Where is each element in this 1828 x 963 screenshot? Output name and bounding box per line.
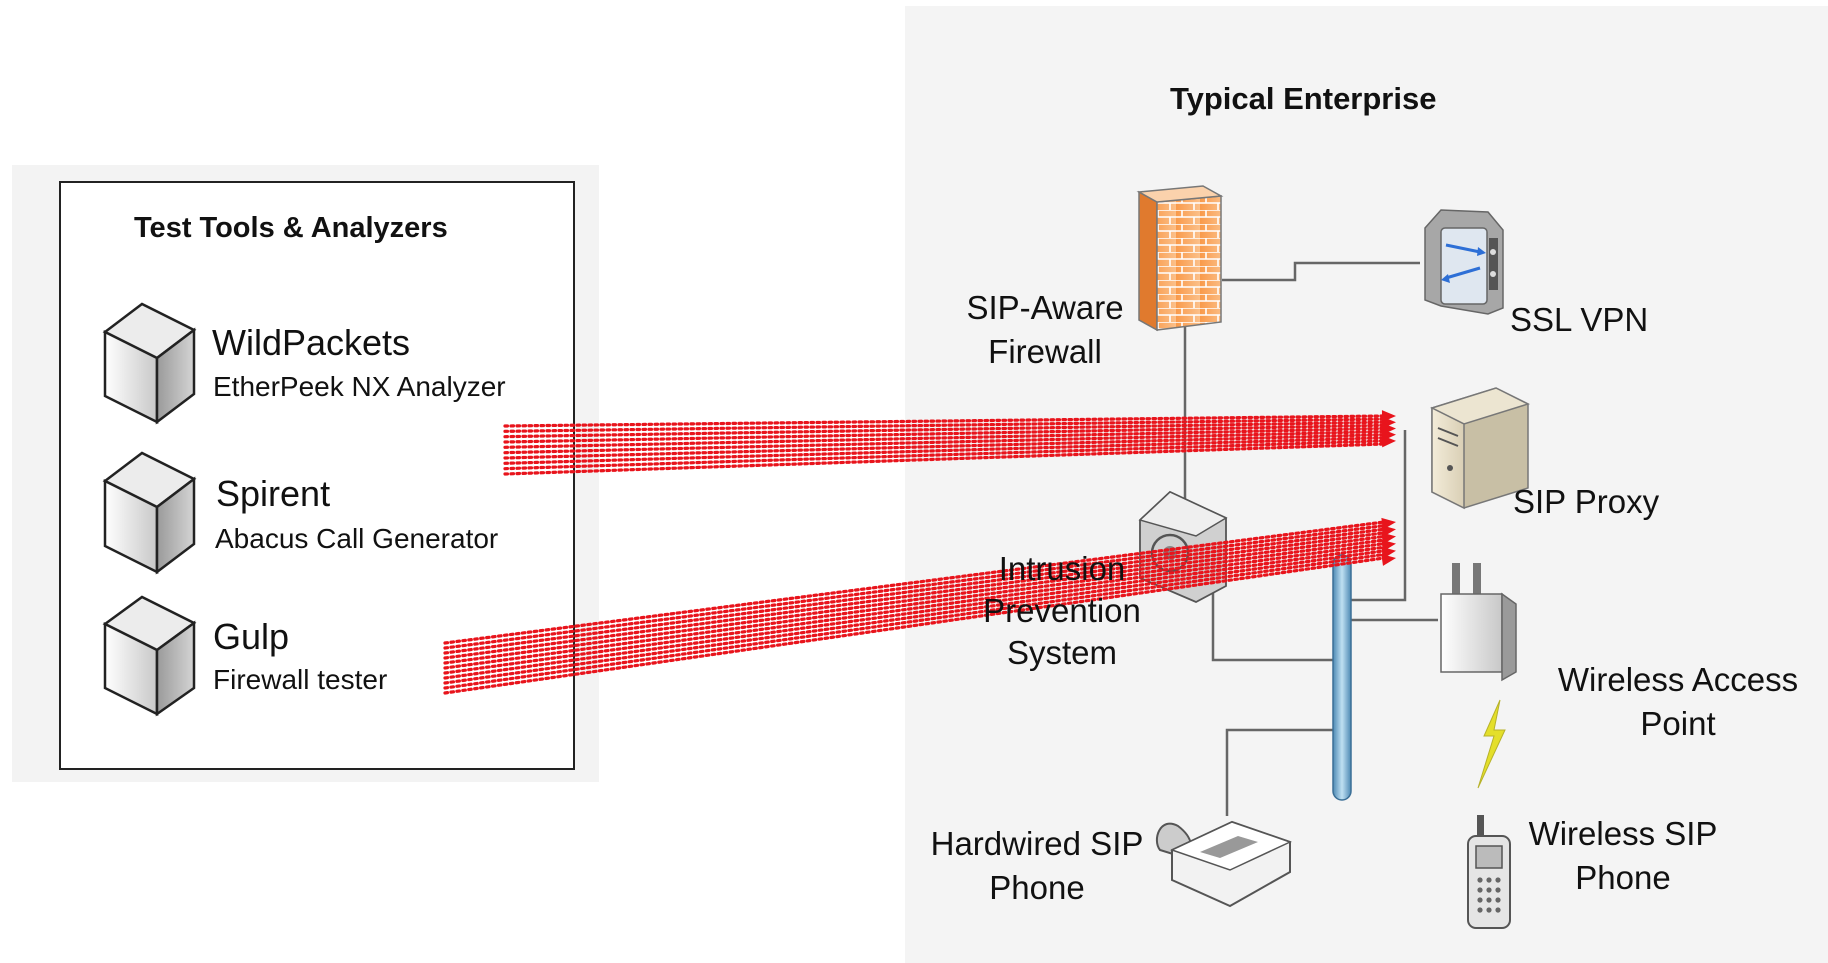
wildpackets-server-icon [102, 302, 197, 425]
hardwired-phone-label-line2: Phone [989, 869, 1085, 906]
traffic-line-spirent [503, 414, 1386, 428]
wireless-phone-label-line1: Wireless SIP [1528, 815, 1718, 852]
wap-label-line1: Wireless Access [1557, 661, 1799, 698]
traffic-line-spirent [503, 426, 1386, 449]
wireless-phone-label: Wireless SIP Phone [1529, 812, 1718, 900]
traffic-arrowhead-gulp [1381, 554, 1396, 566]
link-firewall-vpn [1222, 261, 1420, 282]
traffic-line-gulp [443, 545, 1386, 680]
sip-proxy-icon [1430, 387, 1530, 510]
wireless-signal-icon [1477, 699, 1506, 789]
hardwired-phone-label-line1: Hardwired SIP [930, 825, 1144, 862]
tool-name-wildpackets: WildPackets [212, 322, 411, 363]
firewall-label: SIP-Aware Firewall [966, 286, 1123, 374]
ssl-vpn-label: SSL VPN [1510, 301, 1649, 338]
wireless-phone-label-line2: Phone [1575, 859, 1671, 896]
traffic-line-spirent [503, 420, 1386, 439]
tool-desc-gulp: Firewall tester [213, 664, 388, 695]
sip-proxy-label: SIP Proxy [1513, 483, 1660, 520]
wap-label: Wireless Access Point [1558, 658, 1798, 746]
traffic-line-gulp [443, 520, 1386, 645]
traffic-line-gulp [443, 527, 1386, 655]
traffic-line-gulp [443, 552, 1386, 690]
traffic-line-spirent [503, 436, 1386, 465]
ips-label-line2: Prevention [983, 592, 1141, 629]
traffic-line-gulp [443, 556, 1386, 695]
traffic-line-gulp [443, 534, 1386, 665]
backbone-bus [1332, 554, 1352, 801]
traffic-line-gulp [443, 549, 1386, 685]
traffic-line-gulp [443, 531, 1386, 660]
tool-desc-spirent: Abacus Call Generator [215, 523, 499, 554]
ssl-vpn-icon [1424, 209, 1504, 315]
tool-desc-wildpackets: EtherPeek NX Analyzer [213, 371, 506, 402]
test-traffic-streams [443, 410, 1396, 695]
link-proxy-bus [1348, 430, 1407, 602]
tool-name-spirent: Spirent [216, 473, 331, 514]
firewall-label-line1: SIP-Aware [966, 289, 1124, 326]
traffic-line-spirent [503, 433, 1386, 460]
wap-label-line2: Point [1640, 705, 1716, 742]
traffic-line-spirent [503, 417, 1386, 433]
link-bus-phone [1225, 728, 1337, 816]
traffic-line-spirent [503, 429, 1386, 455]
traffic-arrowhead-spirent [1381, 435, 1396, 448]
hardwired-phone-label: Hardwired SIP Phone [931, 822, 1144, 910]
enterprise-panel [905, 6, 1828, 963]
link-ips-bus [1211, 592, 1337, 662]
firewall-icon [1136, 185, 1224, 332]
ips-label-line3: System [1006, 634, 1118, 671]
firewall-label-line2: Firewall [988, 333, 1102, 370]
spirent-server-icon [102, 451, 197, 575]
traffic-line-gulp [443, 523, 1386, 650]
ips-label-line1: Intrusion [998, 550, 1126, 587]
ips-label: Intrusion Prevention System [983, 548, 1141, 674]
traffic-line-gulp [443, 538, 1386, 670]
traffic-line-spirent [503, 439, 1386, 471]
tools-title: Test Tools & Analyzers [134, 212, 448, 244]
enterprise-title: Typical Enterprise [1170, 81, 1437, 116]
traffic-line-gulp [443, 541, 1386, 675]
wireless-phone-icon [1467, 815, 1511, 929]
traffic-line-spirent [503, 423, 1386, 444]
wireless-access-point-icon [1440, 563, 1517, 682]
tool-name-gulp: Gulp [213, 616, 290, 657]
traffic-line-spirent [503, 442, 1386, 476]
network-links [1183, 261, 1438, 816]
gulp-server-icon [102, 595, 197, 717]
hardwired-phone-icon [1155, 820, 1292, 908]
